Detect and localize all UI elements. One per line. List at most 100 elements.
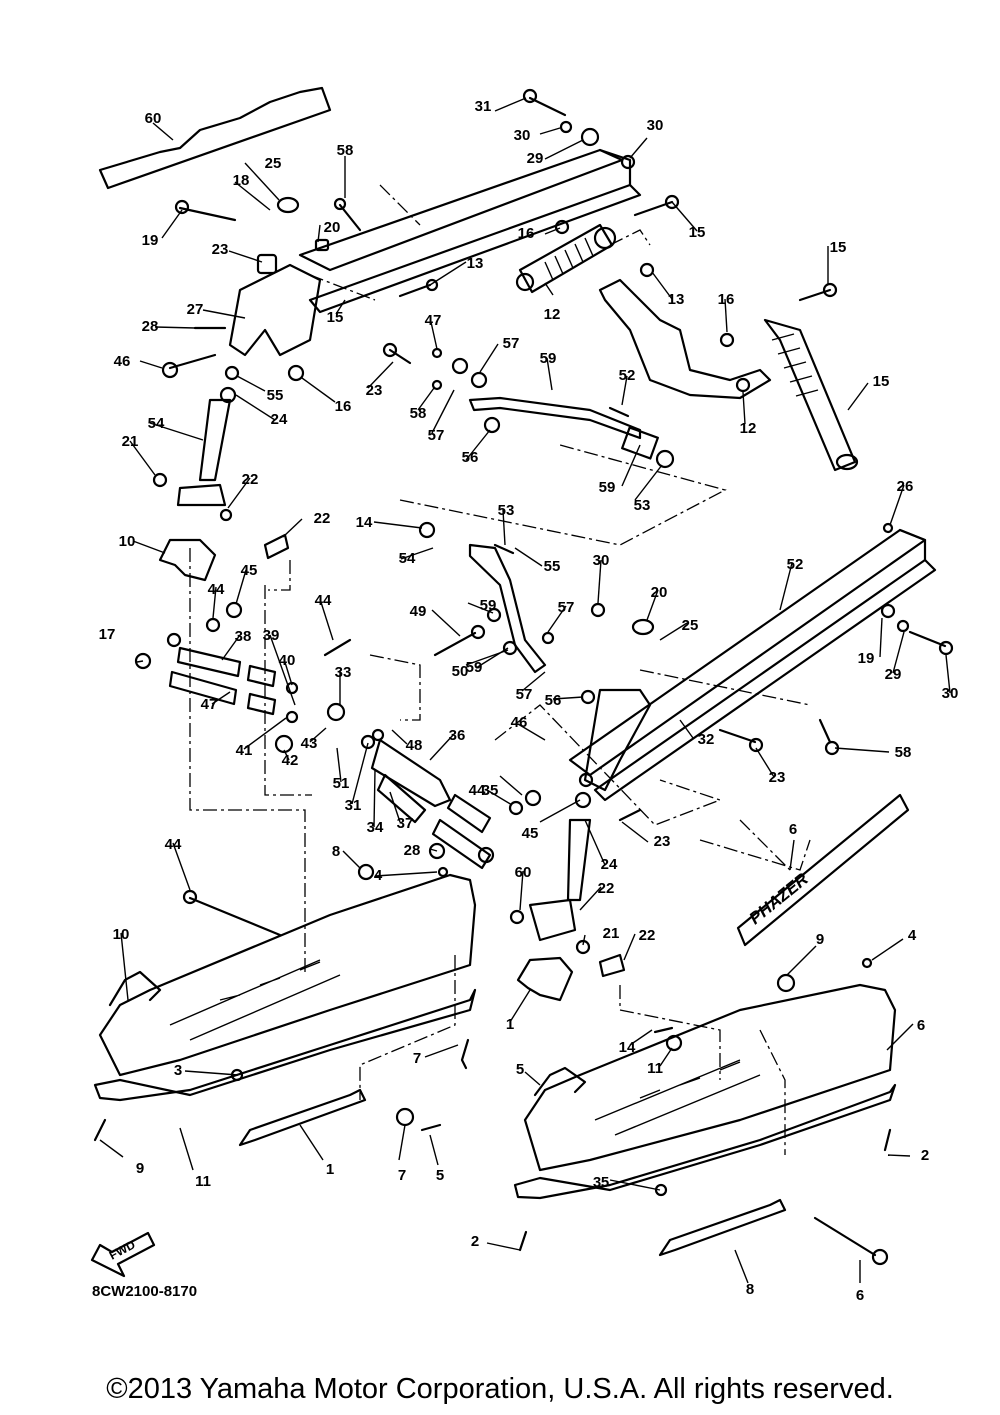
steering-arm-left [176, 253, 322, 507]
steering-arm-right [583, 688, 652, 792]
callout-57: 57 [503, 335, 520, 352]
callout-44: 44 [469, 782, 486, 799]
callout-58: 58 [337, 142, 354, 159]
callout-49: 49 [410, 603, 427, 620]
callout-30: 30 [647, 117, 664, 134]
callout-59: 59 [599, 479, 616, 496]
callout-13: 13 [467, 255, 484, 272]
callout-5: 5 [436, 1167, 444, 1184]
callout-15: 15 [689, 224, 706, 241]
callout-12: 12 [544, 306, 561, 323]
callout-22: 22 [598, 880, 615, 897]
callout-52: 52 [787, 556, 804, 573]
callout-57: 57 [558, 599, 575, 616]
callout-2: 2 [921, 1147, 929, 1164]
callout-21: 21 [122, 433, 139, 450]
leader-lines [99, 97, 951, 1284]
callout-56: 56 [462, 449, 479, 466]
callout-6: 6 [917, 1017, 925, 1034]
callout-23: 23 [366, 382, 383, 399]
callout-16: 16 [518, 225, 535, 242]
callout-19: 19 [142, 232, 159, 249]
callout-11: 11 [647, 1060, 663, 1077]
callout-22: 22 [639, 927, 656, 944]
callout-7: 7 [413, 1050, 421, 1067]
callout-23: 23 [654, 833, 671, 850]
callout-59: 59 [540, 350, 557, 367]
callout-4: 4 [374, 867, 383, 884]
callout-31: 31 [345, 797, 362, 814]
callout-46: 46 [114, 353, 131, 370]
tie-rod-top [468, 396, 642, 440]
callout-1: 1 [506, 1016, 514, 1033]
callout-17: 17 [99, 626, 116, 643]
callout-47: 47 [201, 696, 218, 713]
callout-22: 22 [314, 510, 331, 527]
callout-51: 51 [333, 775, 350, 792]
callout-15: 15 [830, 239, 847, 256]
callout-30: 30 [942, 685, 959, 702]
callout-47: 47 [425, 312, 442, 329]
callout-11: 11 [195, 1173, 211, 1190]
callout-14: 14 [619, 1039, 636, 1056]
pins [93, 326, 892, 1252]
callout-30: 30 [593, 552, 610, 569]
callout-35: 35 [482, 782, 499, 799]
tie-rod-end-top [621, 426, 659, 460]
callout-36: 36 [449, 727, 466, 744]
callout-6: 6 [789, 821, 797, 838]
shaft-32 [370, 738, 492, 834]
callout-42: 42 [282, 752, 299, 769]
callout-13: 13 [668, 291, 685, 308]
bracket-arm [598, 278, 772, 400]
callout-55: 55 [544, 558, 561, 575]
tie-rod-middle [468, 543, 547, 674]
spindle-21-right [528, 818, 592, 942]
ski-left [93, 873, 477, 1147]
callout-39: 39 [263, 627, 280, 644]
callout-40: 40 [279, 652, 296, 669]
callout-44: 44 [208, 581, 225, 598]
callout-32: 32 [698, 731, 715, 748]
callout-24: 24 [271, 411, 288, 428]
callout-34: 34 [367, 819, 384, 836]
callout-15: 15 [327, 309, 344, 326]
callout-20: 20 [324, 219, 341, 236]
callout-41: 41 [236, 742, 253, 759]
callout-30: 30 [514, 127, 531, 144]
callout-7: 7 [398, 1167, 406, 1184]
callout-45: 45 [241, 562, 258, 579]
callout-9: 9 [136, 1160, 144, 1177]
tube-10-right [598, 953, 626, 978]
callout-29: 29 [885, 666, 902, 683]
shaft-41 [168, 670, 277, 716]
callout-50: 50 [452, 663, 469, 680]
stanchion-bar-lower [568, 528, 937, 802]
callout-1: 1 [326, 1161, 334, 1178]
callout-16: 16 [718, 291, 735, 308]
callout-29: 29 [527, 150, 544, 167]
shock-absorber-left [515, 223, 617, 294]
callout-58: 58 [410, 405, 427, 422]
callout-53: 53 [634, 497, 651, 514]
callout-24: 24 [601, 856, 618, 873]
callout-57: 57 [428, 427, 445, 444]
shaft-38 [176, 646, 277, 688]
callout-23: 23 [212, 241, 229, 258]
callout-55: 55 [267, 387, 284, 404]
callout-26: 26 [897, 478, 914, 495]
callout-9: 9 [816, 931, 824, 948]
callout-37: 37 [397, 815, 414, 832]
callout-33: 33 [335, 664, 352, 681]
callout-27: 27 [187, 301, 204, 318]
callout-18: 18 [233, 172, 250, 189]
callout-52: 52 [619, 367, 636, 384]
callout-14: 14 [356, 514, 373, 531]
shock-absorber-right [763, 318, 859, 472]
callout-20: 20 [651, 584, 668, 601]
exploded-parts-diagram: PHAZER [90, 86, 959, 1300]
decal-60-top [98, 86, 332, 190]
callout-31: 31 [475, 98, 492, 115]
callout-23: 23 [769, 769, 786, 786]
